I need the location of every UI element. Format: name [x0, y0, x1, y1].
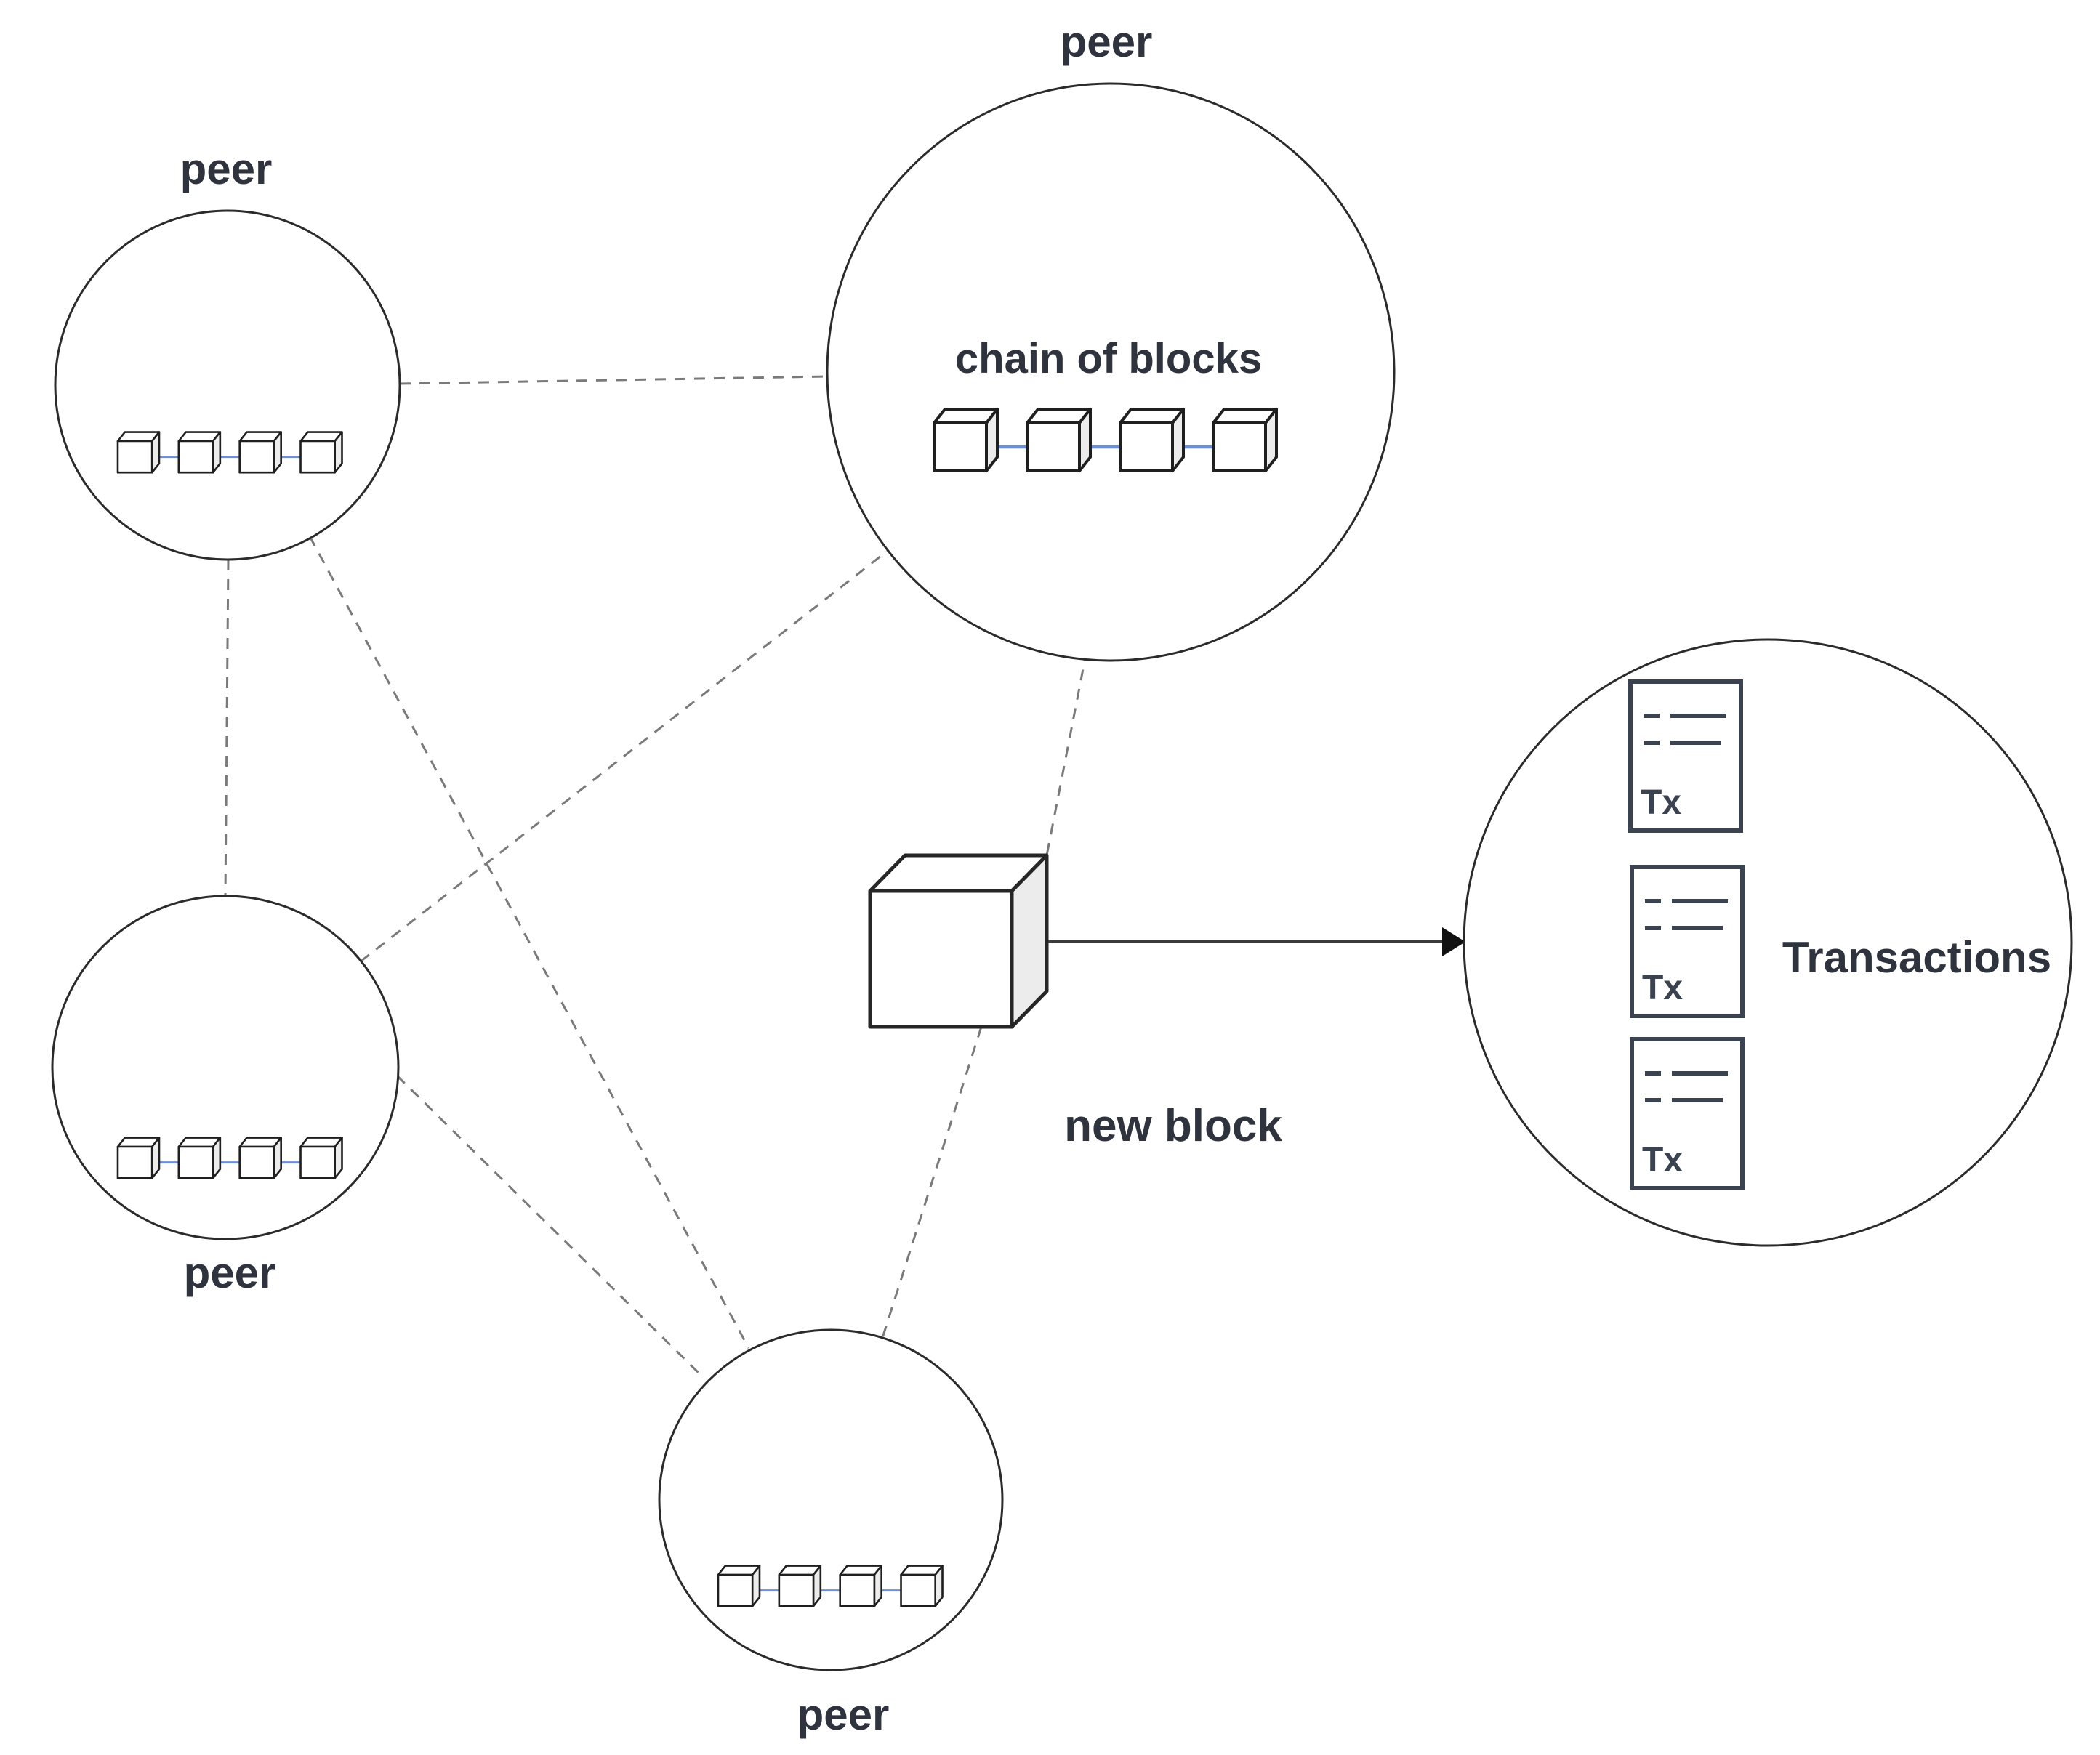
connection-topleft-bottom [308, 536, 750, 1349]
peer-circle [54, 209, 401, 561]
transactions-label: Transactions [1782, 933, 2051, 982]
tx-document-2 [1632, 867, 1742, 1016]
tx-document-3 [1632, 1039, 1742, 1188]
peer-node-top-center: peer chain of blocks [826, 17, 1396, 662]
peer-node-bottom: peer [658, 1328, 1004, 1739]
peer-circle [51, 895, 400, 1240]
peer-circle [658, 1328, 1004, 1671]
new-block-label: new block [1064, 1101, 1282, 1151]
connection-newblock-bottom [881, 1026, 983, 1339]
peer-label: peer [180, 145, 273, 193]
peer-node-top-left: peer [54, 145, 401, 561]
new-block-node: new block [868, 853, 1282, 1151]
transactions-node: Transactions [1463, 638, 2073, 1247]
peer-connections [224, 375, 1088, 1376]
new-block-cube-front [868, 889, 1014, 1029]
connection-middleleft-bottom [395, 1074, 701, 1376]
arrowhead-icon [1442, 927, 1465, 956]
connection-topleft-middleleft [224, 559, 230, 897]
peer-label: peer [184, 1248, 276, 1297]
connection-topcenter-newblock [1045, 650, 1088, 856]
connection-topleft-topcenter [399, 375, 828, 385]
peer-label: peer [1061, 17, 1153, 66]
tx-document-1 [1630, 682, 1741, 831]
new-block-to-transactions-arrow [1048, 927, 1465, 956]
peer-label: peer [797, 1690, 890, 1739]
chain-of-blocks-label: chain of blocks [955, 335, 1262, 382]
connection-middleleft-topcenter [360, 549, 888, 963]
peer-node-middle-left: peer [51, 895, 400, 1297]
peer-circle [826, 82, 1396, 662]
transactions-circle [1463, 638, 2073, 1247]
